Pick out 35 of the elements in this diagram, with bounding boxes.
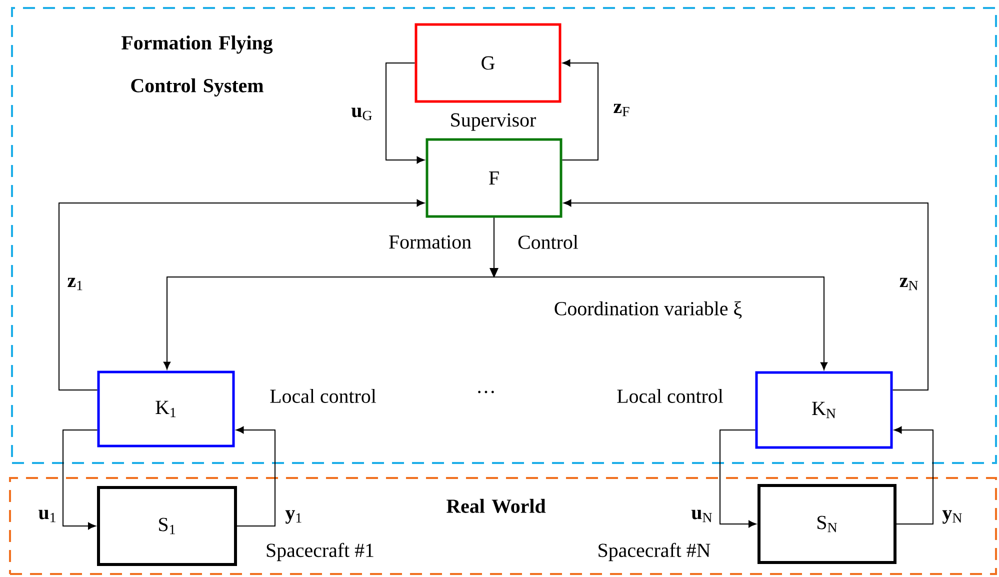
- block-caption: Spacecraft #N: [598, 542, 710, 562]
- edge-label: z$_{1}$: [68, 278, 82, 290]
- block-caption: Control: [518, 234, 578, 249]
- heading: Formation Flying Control System: [122, 36, 273, 96]
- connector-arrow: [62, 430, 98, 530]
- block-caption: Local control: [617, 388, 724, 403]
- edge-label: z$_{N}$: [900, 278, 918, 290]
- block-caption: Local control: [270, 388, 376, 403]
- connector-arrow: [386, 62, 424, 164]
- connector-arrow: [494, 217, 828, 370]
- heading: Real World: [446, 498, 546, 514]
- connector-arrow: [564, 199, 928, 390]
- block-box: S$_{N}$: [758, 484, 896, 564]
- block-caption: Spacecraft #1: [266, 542, 374, 562]
- block-caption: Formation: [389, 235, 472, 249]
- edge-label: y$_{1}$: [285, 510, 302, 524]
- edge-label: u$_{1}$: [38, 510, 56, 522]
- ellipsis: …: [478, 390, 494, 394]
- connector-arrow: [58, 199, 424, 390]
- block-box: S$_{1}$: [97, 486, 237, 566]
- block-box: F: [426, 138, 562, 218]
- arrowhead: [490, 268, 498, 278]
- edge-label: u$_{G}$: [351, 108, 372, 120]
- connector-arrow: [236, 426, 276, 526]
- connector-arrow: [720, 430, 756, 528]
- edge-label: z$_{F}$: [614, 104, 630, 116]
- edge-label: u$_{N}$: [691, 510, 712, 522]
- connector-arrow: [894, 426, 934, 524]
- block-box: G: [414, 23, 562, 103]
- block-caption: Supervisor: [451, 113, 536, 131]
- block-box: K$_{1}$: [97, 370, 235, 448]
- edge-label: Coordination variable ξ: [554, 301, 742, 319]
- edge-label: y$_{N}$: [942, 510, 962, 524]
- connector-arrow: [562, 59, 598, 160]
- block-box: K$_{N}$: [755, 371, 893, 449]
